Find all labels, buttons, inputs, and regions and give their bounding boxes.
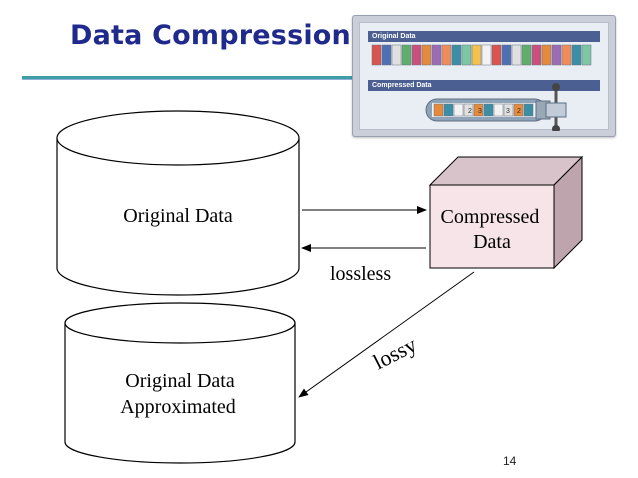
box-label-line2: Data [473,231,511,253]
clamp-body [545,102,567,118]
data-block [381,44,392,66]
data-block [411,44,422,66]
data-block [471,44,482,66]
illustration-graphic: 2 3 3 2 [371,44,592,131]
lossless-label: lossless [330,263,391,285]
data-block [391,44,402,66]
cylinder-body [56,138,300,296]
data-block [481,44,492,66]
cylinder-bottom-label-line1: Original Data [125,370,235,392]
illustration-label-original: Original Data [368,31,600,42]
illustration-panel: Original Data Compressed Data 2 3 3 2 [359,22,609,131]
compressed-block [463,103,474,117]
compressed-block [483,103,494,117]
approximated-data-cylinder: Original Data Approximated [64,302,296,464]
clamp-knob-bottom [552,125,560,131]
compressed-block [433,103,444,117]
data-block [421,44,432,66]
data-block [521,44,532,66]
data-block [461,44,472,66]
clamp-digit-3: 3 [506,108,510,115]
compressed-block [453,103,464,117]
cylinder-top [64,302,296,344]
box-label-line1: Compressed [441,206,540,228]
data-block [551,44,562,66]
title-underline [22,76,352,79]
original-data-cylinder: Original Data [56,110,300,296]
title-underline-accent [22,79,352,80]
data-block [451,44,462,66]
clamp-digit-1: 2 [468,108,472,115]
cylinder-body [64,323,296,464]
compressed-block [493,103,504,117]
data-block [531,44,542,66]
clamp-digit-2: 3 [478,108,482,115]
illustration-label-compressed: Compressed Data [368,80,600,91]
compressed-data-box: Compressed Data [428,155,584,270]
data-block [541,44,552,66]
data-block [501,44,512,66]
data-block [561,44,572,66]
data-block [431,44,442,66]
compressed-block [473,103,484,117]
compressed-block [513,103,524,117]
compressed-block [443,103,454,117]
original-data-blocks [371,44,592,66]
data-block [371,44,382,66]
compressed-block [503,103,514,117]
data-block [441,44,452,66]
data-block [511,44,522,66]
box-front-face [429,184,555,269]
data-block [491,44,502,66]
cylinder-bottom-label-line2: Approximated [120,396,236,418]
compression-illustration: Original Data Compressed Data 2 3 3 2 [352,15,616,137]
page-number: 14 [503,454,517,468]
slide-title: Data Compression [70,20,351,51]
compressed-data-blocks [433,103,534,117]
cylinder-top-label: Original Data [123,205,233,227]
compressed-block [523,103,534,117]
clamp-knob-top [552,83,560,91]
lossy-label: lossy [369,332,421,375]
clamp-digit-4: 2 [517,108,521,115]
data-block [581,44,592,66]
data-block [571,44,582,66]
data-block [401,44,412,66]
cylinder-top [56,110,300,166]
lossy-arrow [298,271,475,398]
